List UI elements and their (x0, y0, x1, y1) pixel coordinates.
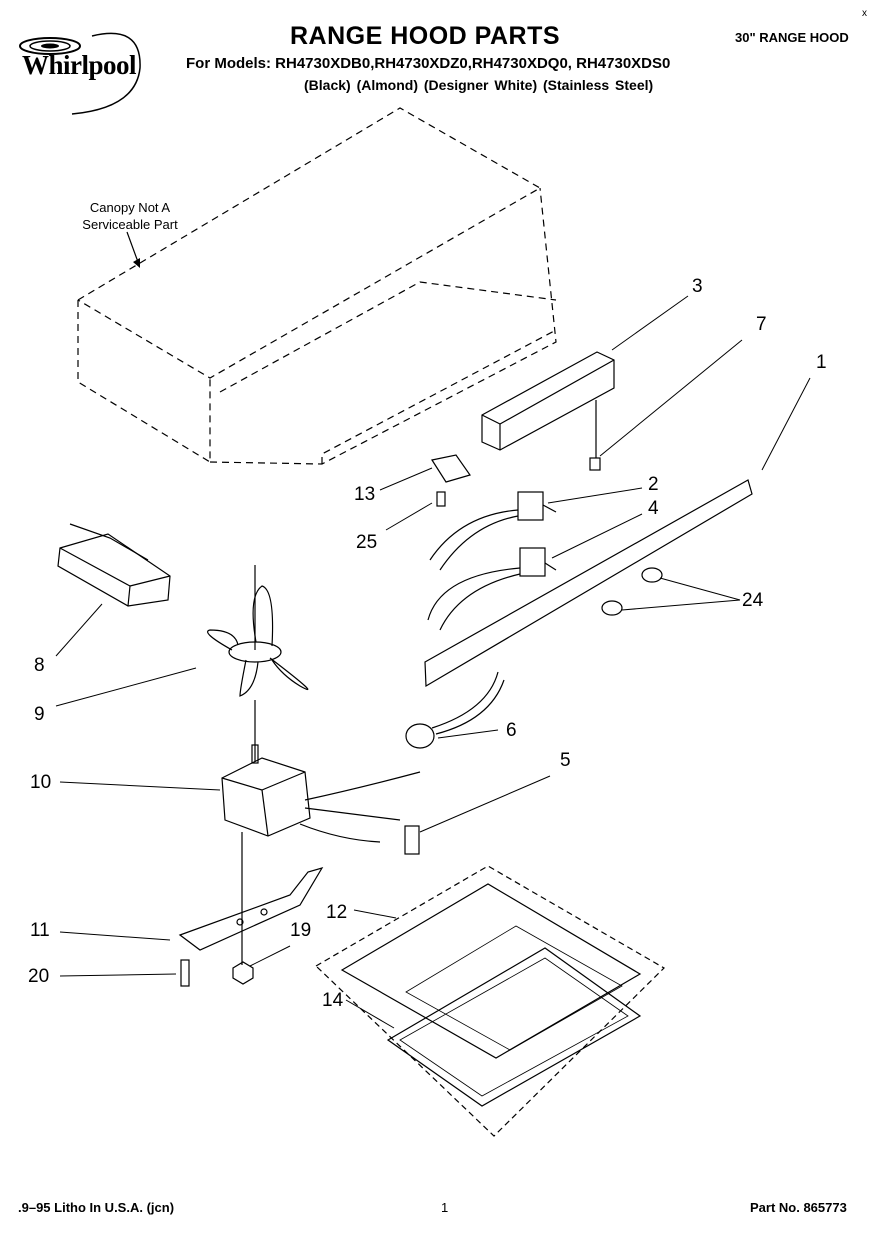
part-7-screw (589, 400, 601, 471)
part-5-connector (404, 825, 420, 855)
footer-print-info: .9–95 Litho In U.S.A. (jcn) (18, 1200, 175, 1215)
product-label: 30" RANGE HOOD (735, 30, 849, 45)
part-13-clip (431, 454, 471, 483)
callout-10: 10 (30, 772, 52, 793)
canopy-arrowhead (133, 258, 140, 268)
callout-6: 6 (506, 720, 517, 741)
callout-1: 1 (816, 352, 827, 373)
canopy-note-line-2: Serviceable Part (82, 217, 178, 232)
canopy-leader (126, 231, 139, 263)
canopy-outline (77, 107, 557, 465)
part-12-filter (315, 865, 665, 1137)
part-6-socket (405, 671, 505, 749)
part-3-bracket (481, 351, 615, 451)
part-12-filter-frame (340, 883, 642, 1059)
callout-9: 9 (34, 704, 45, 725)
page-title: RANGE HOOD PARTS (290, 22, 561, 50)
brand-name: Whirlpool (22, 50, 137, 80)
callout-8: 8 (34, 655, 45, 676)
callout-12: 12 (326, 902, 348, 923)
part-9-fan-blade (207, 565, 309, 697)
part-25-screw (436, 491, 446, 507)
callout-11: 11 (30, 920, 50, 941)
part-20-bolt (180, 959, 190, 987)
callout-4: 4 (648, 498, 659, 519)
leader-lines (55, 295, 811, 1029)
models-line: For Models: RH4730XDB0,RH4730XDZ0,RH4730… (186, 55, 671, 72)
page-number: 1 (441, 1200, 449, 1215)
part-4-switch (427, 547, 557, 631)
part-1-strip (424, 479, 753, 688)
part-8-tray (57, 523, 171, 607)
callout-25: 25 (356, 532, 378, 553)
callout-20: 20 (28, 966, 50, 987)
callout-19: 19 (290, 920, 312, 941)
part-10-motor (221, 700, 421, 870)
part-11-bracket (178, 867, 324, 965)
part-19-nut (232, 961, 254, 985)
part-2-switch (429, 491, 557, 571)
part-number: Part No. 865773 (750, 1200, 847, 1215)
callout-13: 13 (354, 484, 376, 505)
callout-14: 14 (322, 990, 344, 1011)
whirlpool-logo-icon (19, 32, 141, 115)
callout-5: 5 (560, 750, 571, 771)
callout-24: 24 (742, 590, 764, 611)
whirlpool-logo: Whirlpool (12, 28, 182, 118)
canopy-note: Canopy Not A Serviceable Part (60, 199, 200, 233)
callout-3: 3 (692, 276, 703, 297)
canopy-note-line-1: Canopy Not A (89, 200, 171, 215)
corner-mark: x (862, 8, 867, 19)
colors-line: (Black) (Almond) (Designer White) (Stain… (304, 77, 654, 93)
part-24-knobs (601, 567, 663, 616)
callout-2: 2 (648, 474, 659, 495)
part-14-filter (386, 947, 642, 1107)
callout-7: 7 (756, 314, 767, 335)
